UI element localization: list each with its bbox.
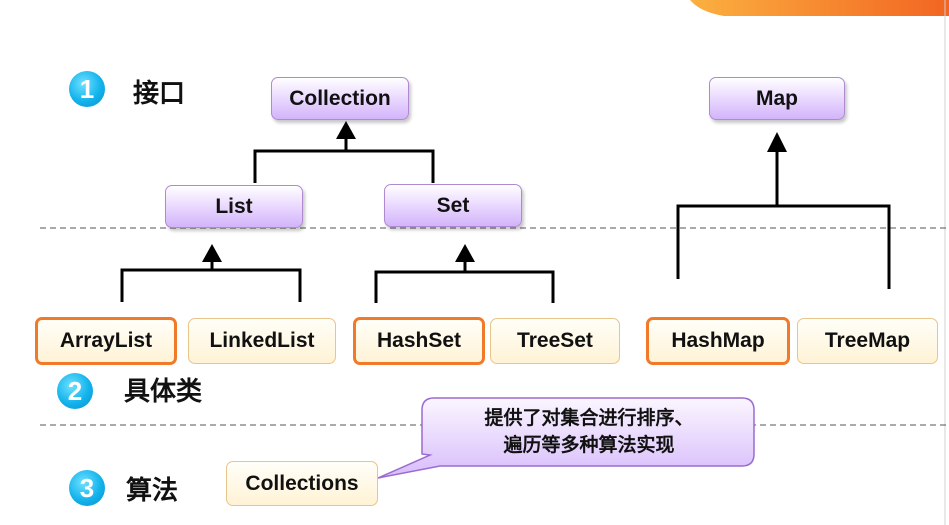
set-interface-box: Set — [384, 184, 522, 227]
callout-line-2: 遍历等多种算法实现 — [503, 434, 675, 456]
callout-line-1: 提供了对集合进行排序、 — [484, 407, 694, 429]
arrowhead-map — [767, 132, 787, 152]
arrowhead-list — [202, 244, 222, 262]
list-interface-box: List — [165, 185, 303, 228]
section-3-number: 3 — [69, 470, 105, 506]
callout-text: 提供了对集合进行排序、 遍历等多种算法实现 — [424, 398, 754, 466]
collection-interface-box: Collection — [271, 77, 409, 120]
section-3-label: 算法 — [126, 476, 179, 506]
hashset-class-box: HashSet — [353, 317, 485, 365]
top-banner — [690, 0, 949, 525]
map-connector — [676, 148, 891, 289]
section-2-number: 2 — [57, 373, 93, 409]
section-1-number: 1 — [69, 71, 105, 107]
treemap-class-box: TreeMap — [797, 318, 938, 364]
list-connector — [120, 258, 302, 302]
arrowhead-collection — [336, 121, 356, 139]
section-1-label: 接口 — [133, 79, 186, 109]
callout-bubble — [377, 397, 755, 479]
linkedlist-class-box: LinkedList — [188, 318, 336, 364]
arraylist-class-box: ArrayList — [35, 317, 177, 365]
collections-box: Collections — [226, 461, 378, 506]
treeset-class-box: TreeSet — [490, 318, 620, 364]
collection-tree-connector — [253, 135, 435, 183]
hashmap-class-box: HashMap — [646, 317, 790, 365]
map-interface-box: Map — [709, 77, 845, 120]
set-connector — [374, 258, 555, 303]
arrowhead-set — [455, 244, 475, 262]
section-2-label: 具体类 — [124, 377, 203, 407]
